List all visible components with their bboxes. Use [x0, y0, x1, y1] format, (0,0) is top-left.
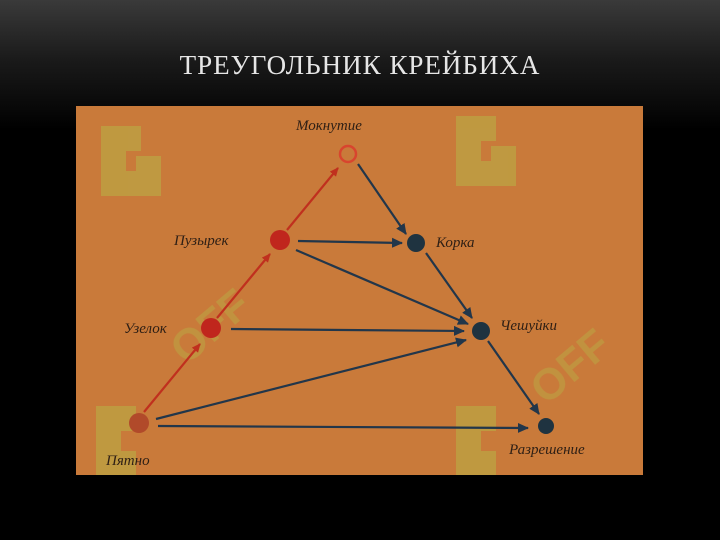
arrow-moknutie-korka: [357, 163, 407, 235]
label-uzelok: Узелок: [124, 321, 168, 337]
arrow-pyatno-razreshenie: [157, 422, 529, 433]
krebikh-triangle-diagram: Мокнутие Пузырек Узелок Пятно Корка Чешу…: [105, 118, 585, 469]
arrow-puzyrek-cheshuyki: [295, 248, 469, 326]
arrow-pyatno-cheshuyki: [155, 337, 467, 421]
diagram-panel: OFF OFF: [76, 106, 643, 475]
slide-title: ТРЕУГОЛЬНИК КРЕЙБИХА: [179, 50, 541, 80]
arrow-puzyrek-korka: [297, 237, 403, 248]
node-puzyrek: [270, 230, 290, 250]
label-korka: Корка: [435, 235, 475, 251]
arrow-cheshuyki-razreshenie: [487, 340, 540, 415]
arrow-uzelok-puzyrek: [216, 253, 271, 319]
arrow-uzelok-cheshuyki: [230, 325, 465, 336]
label-pyatno: Пятно: [105, 453, 150, 469]
arrow-puzyrek-moknutie: [286, 167, 339, 231]
node-korka: [407, 234, 425, 252]
label-puzyrek: Пузырек: [173, 233, 229, 249]
node-uzelok: [201, 318, 221, 338]
arrow-pyatno-uzelok: [143, 343, 201, 413]
watermark-layer: OFF OFF: [96, 116, 620, 475]
arrow-korka-cheshuyki: [425, 252, 473, 319]
label-moknutie: Мокнутие: [295, 118, 362, 134]
watermark-icon: [96, 116, 516, 475]
node-pyatno: [129, 413, 149, 433]
dark-arrows: [155, 163, 540, 433]
red-arrows: [143, 167, 339, 413]
label-razreshenie: Разрешение: [508, 442, 585, 458]
label-cheshuyki: Чешуйки: [500, 318, 557, 334]
node-moknutie: [338, 144, 358, 164]
node-razreshenie: [538, 418, 554, 434]
node-cheshuyki: [472, 322, 490, 340]
